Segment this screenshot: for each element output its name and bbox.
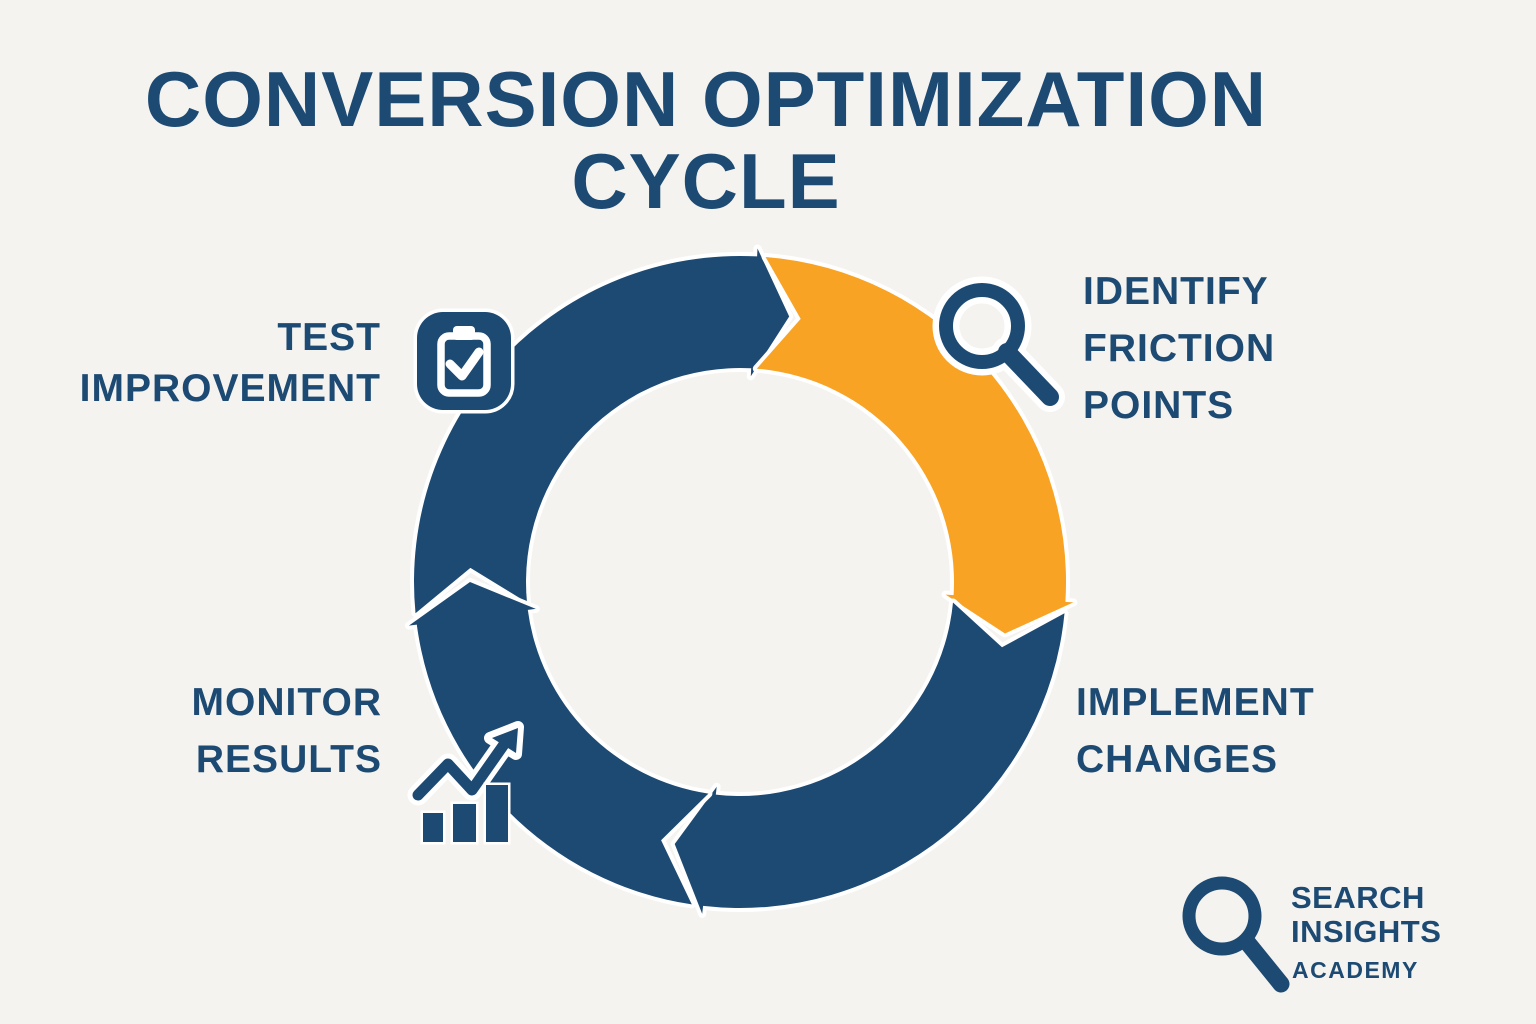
bottom-arc <box>670 598 1069 918</box>
logo-subtitle: ACADEMY <box>1292 957 1419 983</box>
trend-chart-icon <box>407 721 524 845</box>
step-label-test-improvement: TEST IMPROVEMENT <box>79 316 381 410</box>
step-label-implement-changes: IMPLEMENT CHANGES <box>1076 681 1315 781</box>
clipboard-check-icon <box>413 308 515 414</box>
step-label-monitor-results: MONITOR RESULTS <box>191 681 382 781</box>
logo-magnifying-glass-icon <box>1182 876 1290 993</box>
top-arc <box>410 244 794 618</box>
logo-name: SEARCH INSIGHTS <box>1291 880 1442 949</box>
right-arc <box>752 253 1078 638</box>
step-label-identify-friction-points: IDENTIFY FRICTION POINTS <box>1083 270 1276 427</box>
page-title: CONVERSION OPTIMIZATION CYCLE <box>144 55 1268 225</box>
magnifying-glass-icon <box>932 276 1065 412</box>
cycle-ring <box>404 244 1078 918</box>
left-arc <box>404 578 713 909</box>
